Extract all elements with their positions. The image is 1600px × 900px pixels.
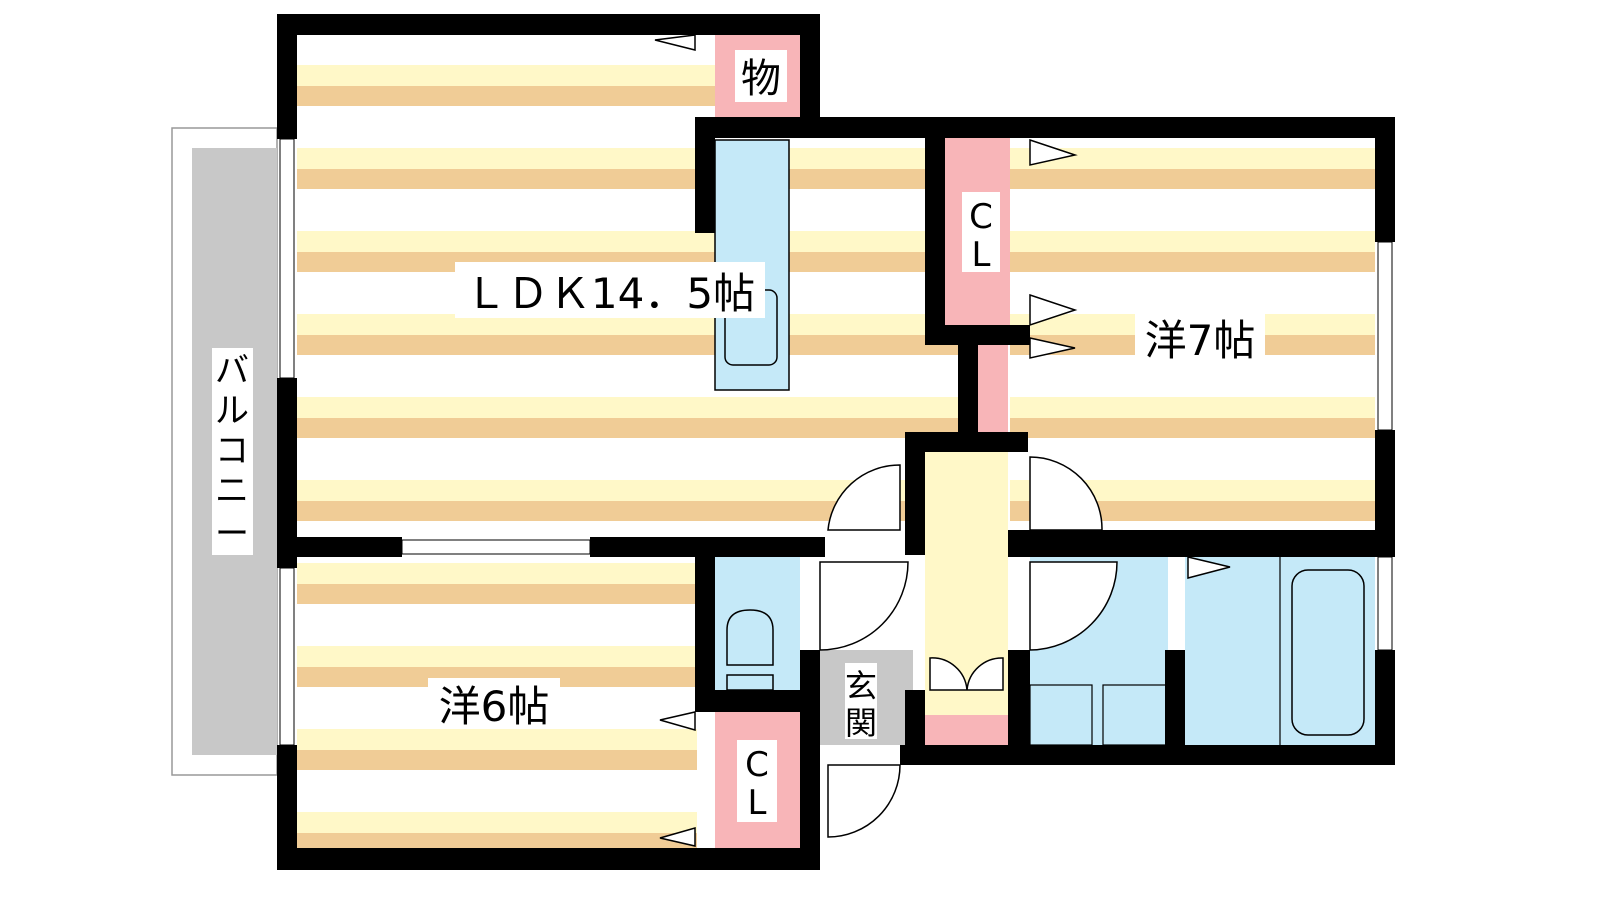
ldk-label: ＬＤＫ14．5帖 <box>455 262 765 318</box>
shoe-box <box>925 715 1008 745</box>
svg-text:L: L <box>972 235 991 275</box>
svg-text:C: C <box>969 197 993 237</box>
balcony-label: バ ル コ ニ ー <box>215 351 249 554</box>
walls <box>277 14 1395 870</box>
svg-text:コ: コ <box>215 431 249 471</box>
svg-text:物: 物 <box>741 56 781 102</box>
svg-text:ニ: ニ <box>215 471 249 511</box>
svg-text:C: C <box>745 745 769 785</box>
closet-lower-label: C L <box>737 740 777 823</box>
closet-upper-label: C L <box>962 192 1000 275</box>
windows <box>279 138 1393 746</box>
closet-upper-small <box>978 345 1008 432</box>
svg-text:関: 関 <box>845 704 877 742</box>
svg-text:ー: ー <box>215 514 249 554</box>
svg-text:洋6帖: 洋6帖 <box>439 682 550 731</box>
doors <box>654 34 1231 847</box>
storage-label: 物 <box>735 50 787 102</box>
svg-text:L: L <box>748 783 767 823</box>
svg-text:玄: 玄 <box>845 667 877 705</box>
bathtub-icon <box>1291 569 1365 736</box>
svg-text:バ: バ <box>215 351 249 391</box>
western6-label: 洋6帖 <box>428 678 560 731</box>
toilet-room <box>715 557 800 690</box>
balcony: バ ル コ ニ ー <box>171 127 278 776</box>
svg-text:ＬＤＫ14．5帖: ＬＤＫ14．5帖 <box>465 269 755 318</box>
svg-text:ル: ル <box>215 391 249 431</box>
western7-label: 洋7帖 <box>1135 312 1265 365</box>
entrance-label: 玄 関 <box>845 663 877 742</box>
svg-text:洋7帖: 洋7帖 <box>1145 316 1256 365</box>
